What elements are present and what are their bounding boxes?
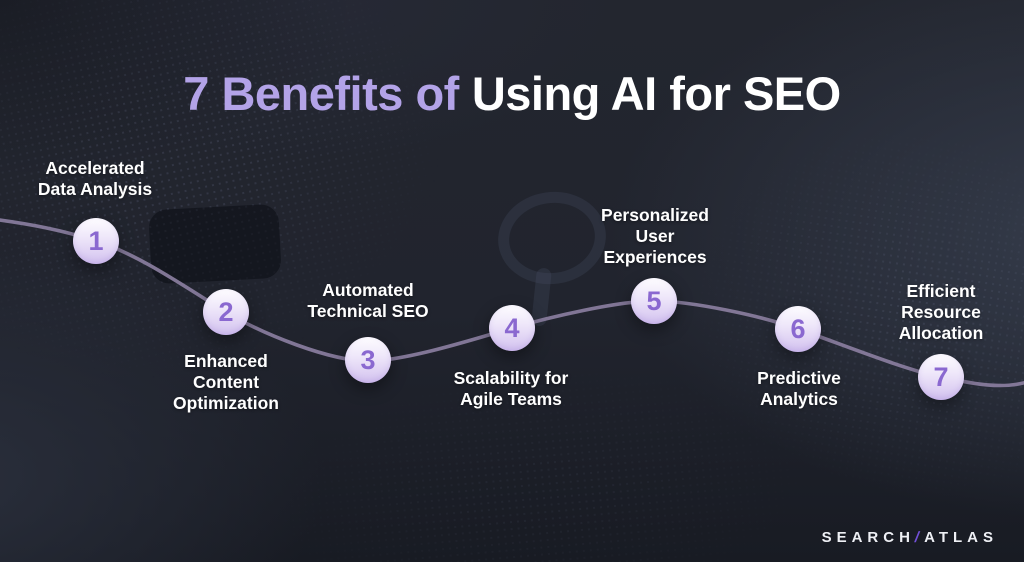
brand-logo: SEARCH/ATLAS [822,529,998,546]
title-highlight: 7 Benefits of [183,67,459,120]
benefit-label-4: Scalability for Agile Teams [453,368,569,409]
benefit-number-4: 4 [504,312,520,343]
benefit-label-3: Automated Technical SEO [307,280,429,321]
benefit-number-3: 3 [360,344,376,375]
brand-logo-left: SEARCH [821,529,915,546]
benefit-number-5: 5 [646,285,662,316]
benefit-label-7: Efficient Resource Allocation [898,281,984,343]
brand-logo-right: ATLAS [924,529,998,546]
benefit-label-2: Enhanced Content Optimization [173,351,279,413]
benefit-label-6: Predictive Analytics [757,368,841,409]
benefit-circle-7: 7 [918,354,964,400]
benefit-circle-6: 6 [775,306,821,352]
benefit-circle-2: 2 [203,289,249,335]
benefit-circle-5: 5 [631,278,677,324]
benefit-label-5: Personalized User Experiences [601,205,709,267]
benefit-number-2: 2 [218,296,234,327]
benefit-label-1: Accelerated Data Analysis [37,158,153,199]
benefit-circle-1: 1 [73,218,119,264]
benefit-number-7: 7 [933,361,949,392]
title-rest: Using AI for SEO [471,67,841,120]
benefit-circle-3: 3 [345,337,391,383]
benefit-number-6: 6 [790,313,806,344]
benefit-number-1: 1 [88,225,104,256]
benefit-circle-4: 4 [489,305,535,351]
